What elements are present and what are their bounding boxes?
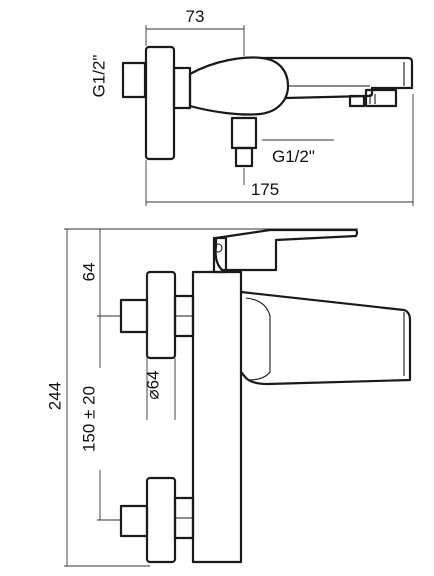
spout-top [260, 56, 414, 100]
outlet-nozzle [348, 94, 366, 108]
dim-244-label: 244 [45, 382, 64, 410]
spout-side [239, 290, 412, 386]
top-view: 73 G1/2" G1/2" 175 [89, 7, 414, 206]
mixer-body-side [191, 270, 243, 564]
dim-175-label: 175 [251, 180, 279, 199]
dim-64-label: 64 [79, 263, 98, 282]
spout-side-contour [245, 297, 271, 381]
flange-nut [172, 66, 192, 110]
mixer-body-top [188, 56, 290, 116]
outlet-stub [234, 146, 254, 168]
wall-flange [144, 45, 176, 161]
lever-pivot [213, 243, 223, 253]
thread-inlet-label: G1/2" [89, 55, 108, 98]
dim-150-label: 150 ± 20 [79, 386, 98, 452]
dim-flange-label: ⌀64 [143, 370, 162, 399]
dim-73-label: 73 [186, 7, 205, 26]
thread-outlet-label: G1/2" [272, 147, 315, 166]
lever-handle [214, 228, 359, 272]
lower-inlet-stub [119, 504, 149, 538]
dim-150-label-bg [80, 368, 102, 470]
upper-inlet-stub [119, 298, 149, 334]
inlet-stub [121, 61, 147, 99]
side-view: 244 64 150 ± 20 ⌀64 [45, 228, 412, 567]
upper-flange [145, 270, 177, 360]
lower-flange [145, 476, 177, 564]
outlet-fitting [230, 116, 258, 150]
diverter-knob [364, 88, 398, 108]
